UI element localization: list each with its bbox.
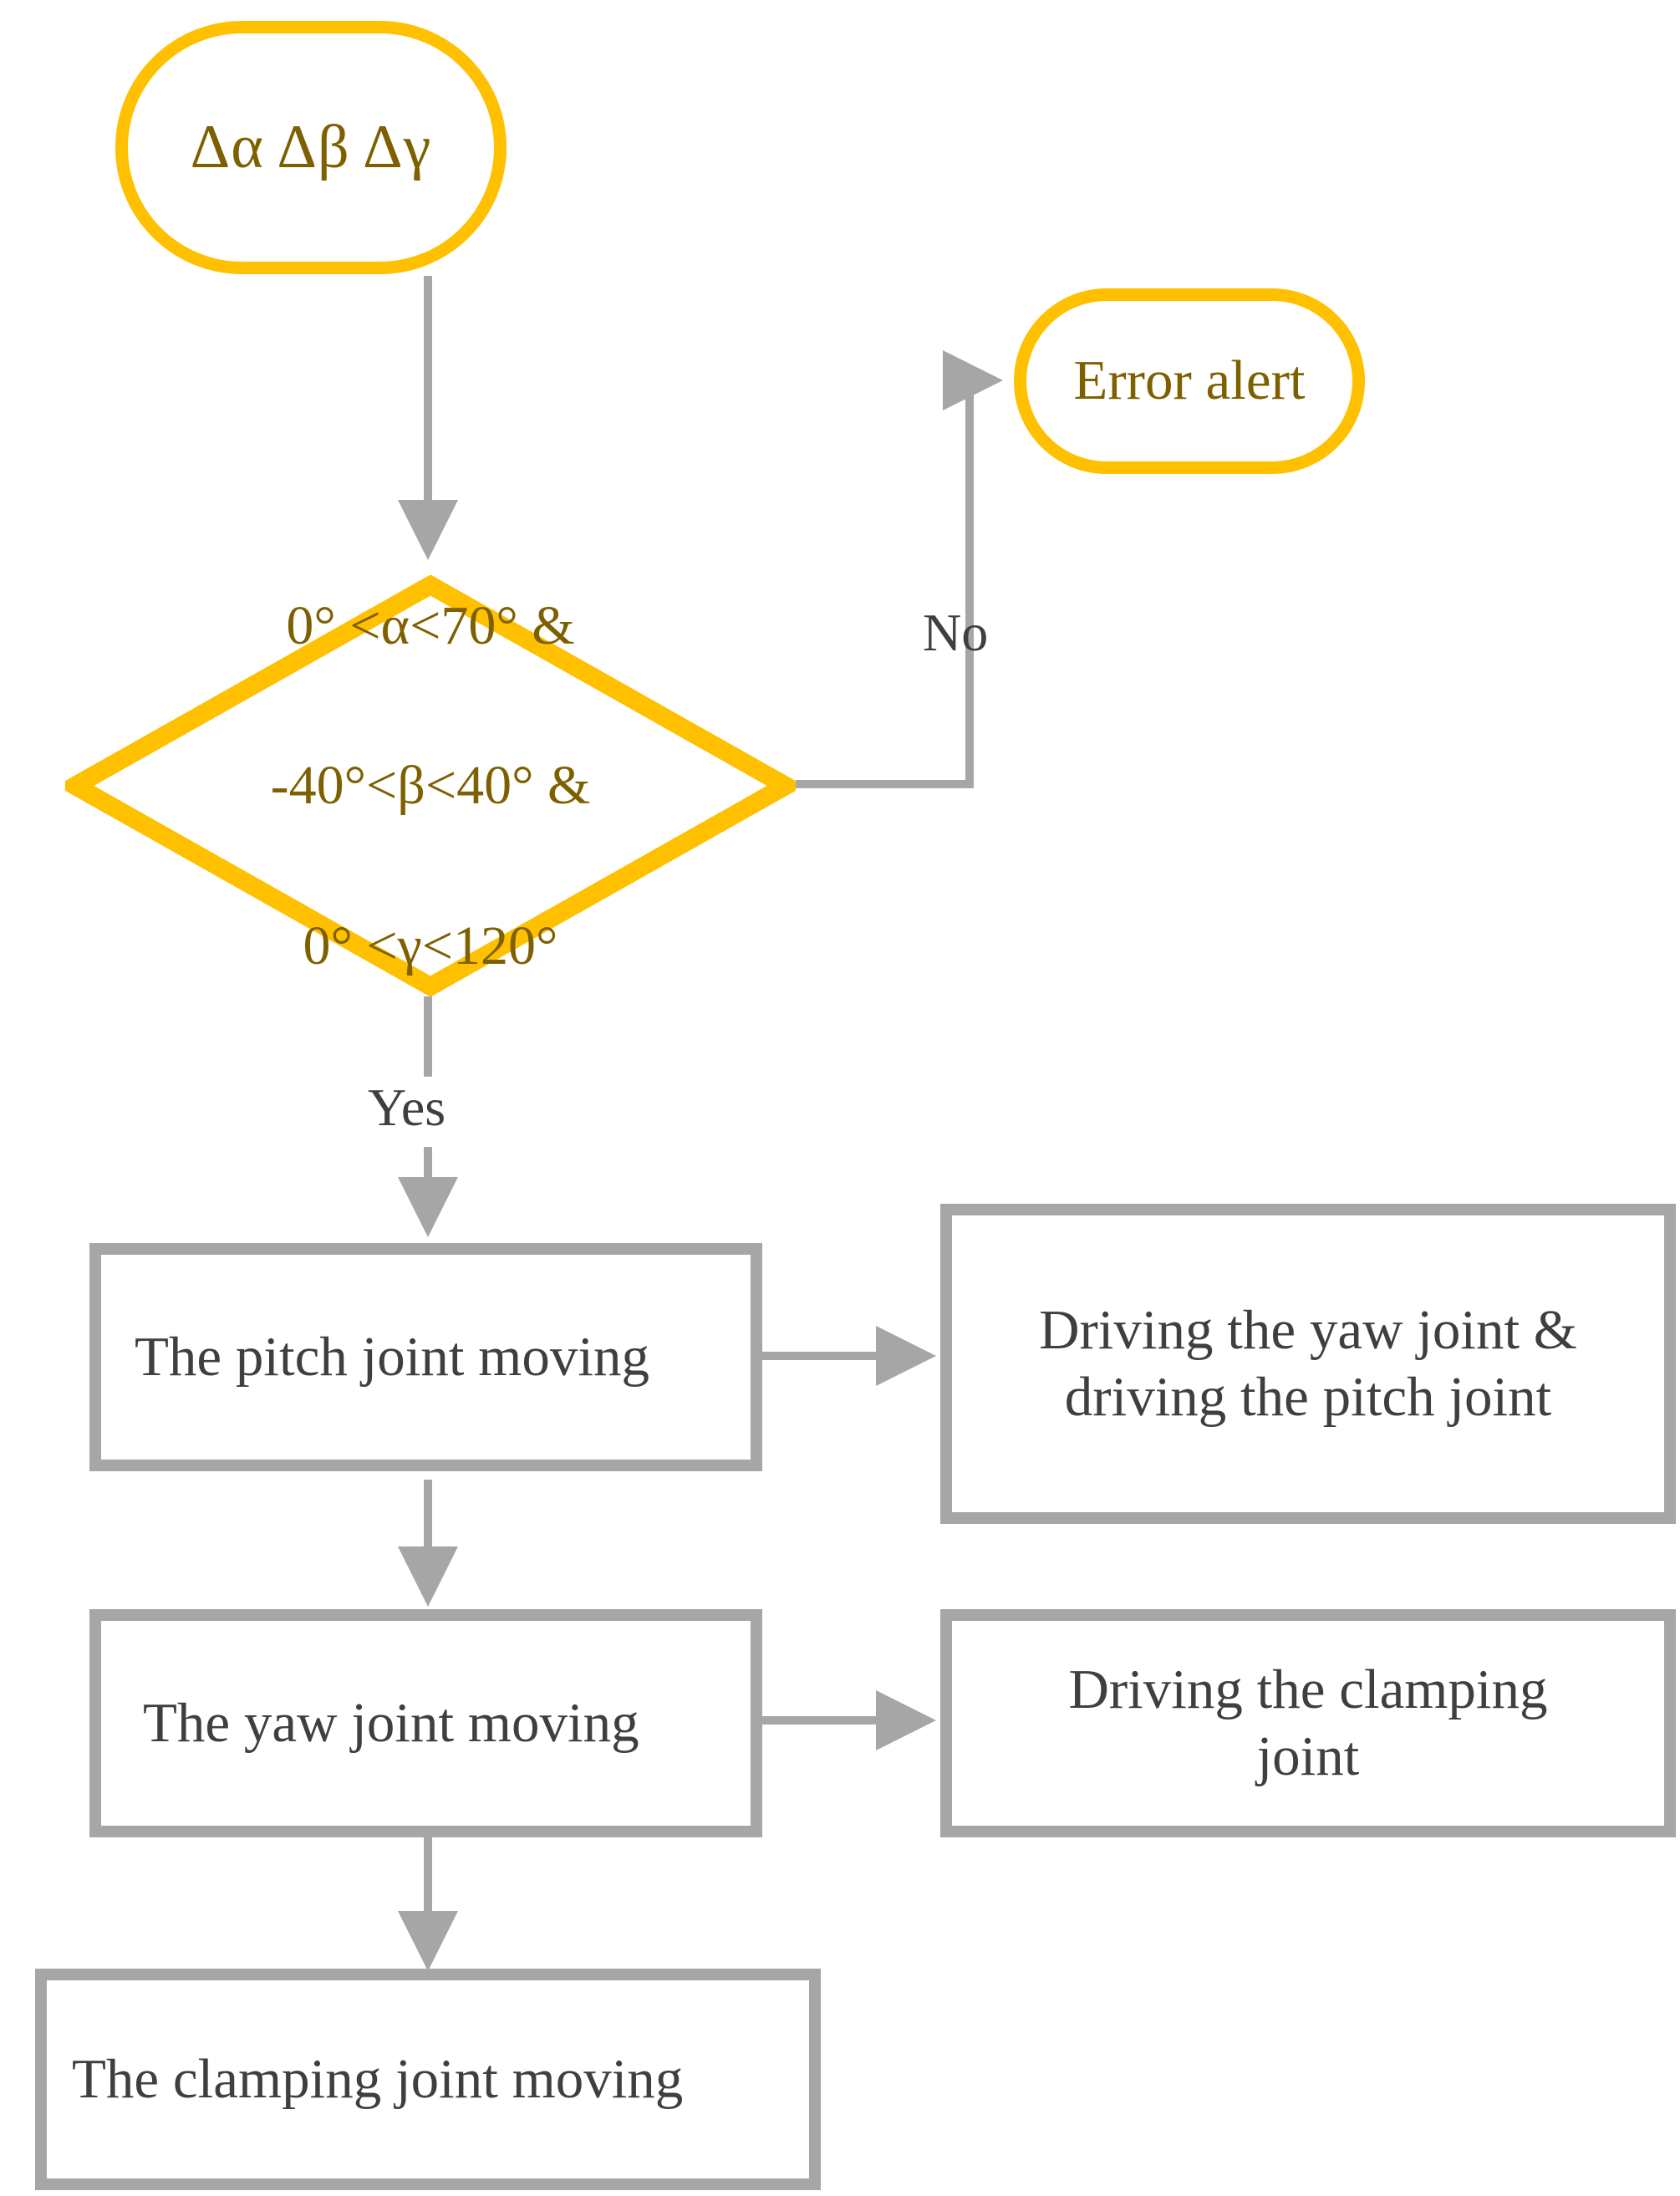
node-drive-yaw-pitch-label: Driving the yaw joint & driving the pitc… bbox=[1039, 1299, 1577, 1428]
edge-label-yes: Yes bbox=[368, 1078, 446, 1137]
edge-decision-no-to-error bbox=[796, 350, 1004, 788]
node-start-label: Δα Δβ Δγ bbox=[190, 112, 432, 181]
decision-line-1: 0° <α<70° & bbox=[286, 594, 575, 656]
node-drive-clamping-label: Driving the clamping joint bbox=[1068, 1658, 1548, 1787]
node-drive-yaw-pitch[interactable]: Driving the yaw joint & driving the pitc… bbox=[940, 1204, 1676, 1524]
decision-diamond-shape bbox=[65, 575, 796, 996]
node-pitch-joint-moving-label: The pitch joint moving bbox=[135, 1325, 649, 1388]
node-pitch-joint-moving[interactable]: The pitch joint moving bbox=[89, 1243, 762, 1471]
decision-line-3: 0° <γ<120° bbox=[303, 915, 558, 976]
node-yaw-joint-moving[interactable]: The yaw joint moving bbox=[89, 1609, 762, 1837]
node-clamping-joint-moving[interactable]: The clamping joint moving bbox=[35, 1969, 821, 2190]
decision-line-2: -40°<β<40° & bbox=[270, 755, 591, 817]
node-drive-clamping[interactable]: Driving the clamping joint bbox=[940, 1609, 1676, 1837]
node-start[interactable]: Δα Δβ Δγ bbox=[115, 21, 507, 274]
node-clamping-joint-moving-label: The clamping joint moving bbox=[72, 2047, 684, 2110]
edge-label-no: No bbox=[923, 603, 989, 662]
node-error-alert[interactable]: Error alert bbox=[1014, 288, 1365, 474]
node-yaw-joint-moving-label: The yaw joint moving bbox=[143, 1691, 639, 1754]
node-error-alert-label: Error alert bbox=[1073, 349, 1306, 412]
node-decision[interactable]: 0° <α<70° & -40°<β<40° & 0° <γ<120° bbox=[65, 575, 796, 996]
node-decision-text: 0° <α<70° & -40°<β<40° & 0° <γ<120° bbox=[65, 575, 796, 996]
